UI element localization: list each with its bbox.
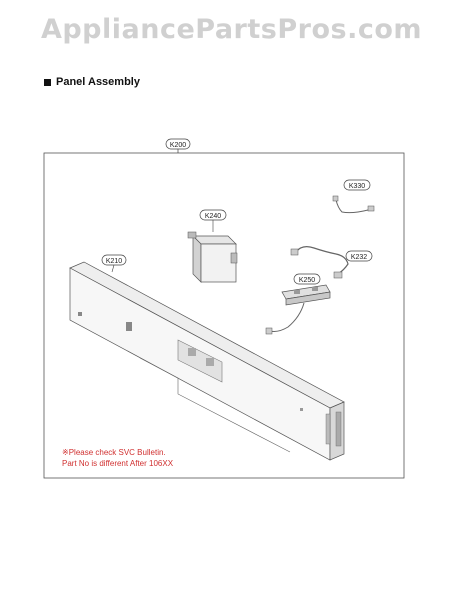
k250-callout (293, 273, 321, 285)
k232-callout (345, 250, 373, 262)
k210-front-panel (69, 261, 345, 461)
k232-wire (295, 246, 349, 275)
k250-wire (269, 302, 305, 332)
k250-label: K250 (299, 277, 315, 284)
note-line-1: ※Please check SVC Bulletin. (62, 448, 166, 457)
panel-slot (126, 322, 132, 331)
k330-label: K330 (349, 183, 365, 190)
black-square-icon (44, 78, 51, 86)
k232-label: K232 (351, 254, 367, 261)
assembly-frame (43, 152, 405, 479)
k250-connector (265, 327, 273, 335)
section-title: Panel Assembly (44, 76, 140, 88)
section-title-text: Panel Assembly (56, 76, 140, 88)
k232-connector-a (290, 248, 299, 256)
note-line-2: Part No is different After 106XX (62, 459, 174, 468)
k200-label: K200 (170, 142, 186, 149)
k210-label: K210 (106, 258, 122, 265)
k232-connector-b (333, 271, 343, 279)
watermark-logo: AppliancePartsPros.com (40, 14, 423, 45)
k200-callout (165, 138, 191, 150)
k330-connector-a (332, 195, 339, 202)
k240-control-box (187, 231, 238, 283)
k330-connector-b (367, 205, 375, 212)
service-bulletin-note: ※Please check SVC Bulletin. Part No is d… (62, 447, 173, 469)
k250-pcb (281, 284, 331, 306)
k330-callout (343, 179, 371, 191)
k240-label: K240 (205, 213, 221, 220)
